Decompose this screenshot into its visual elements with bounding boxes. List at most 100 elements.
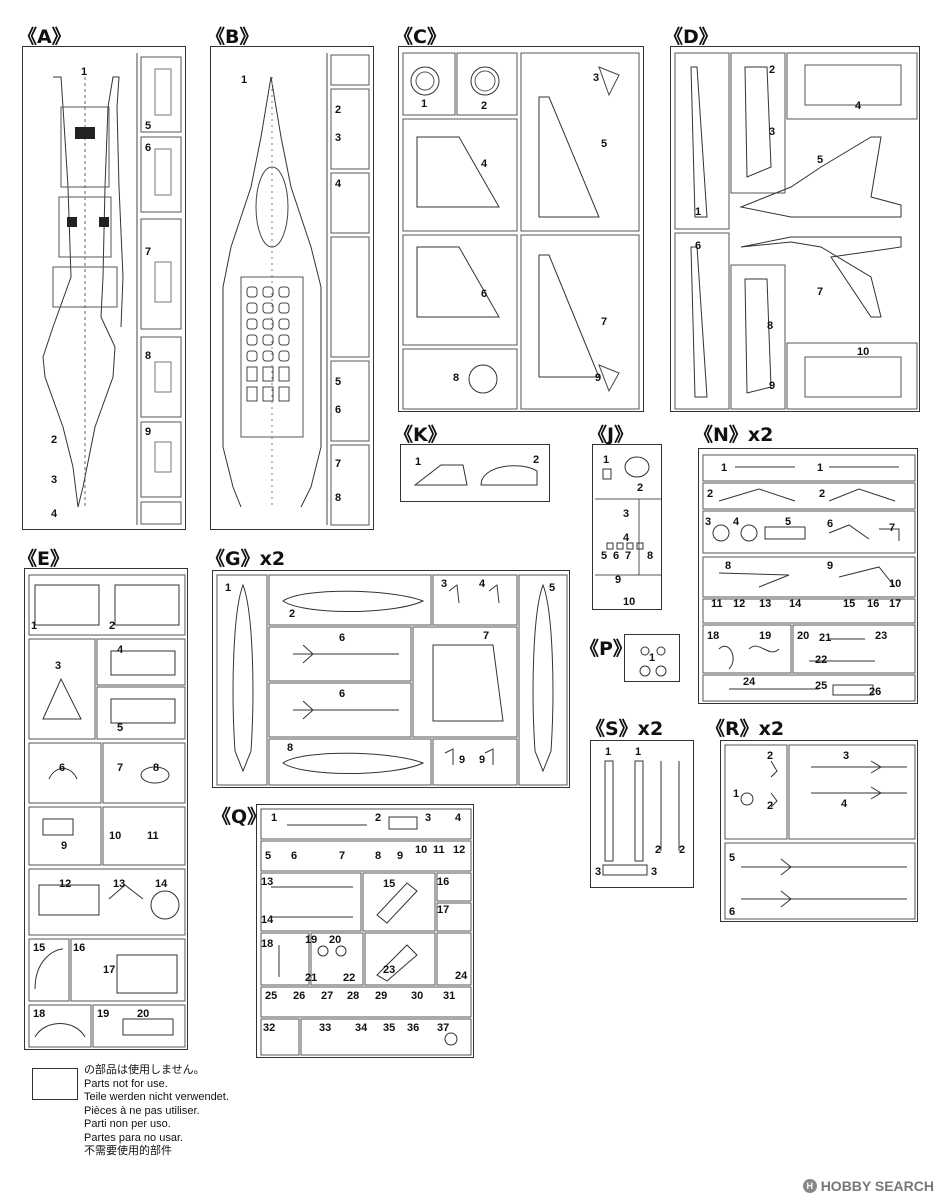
part-c7-label: 7 [601,316,608,328]
watermark-text: HOBBY SEARCH [820,1178,934,1194]
part-s3b-label: 3 [651,866,658,878]
part-b1-label: 1 [241,74,248,86]
part-q14-label: 14 [261,914,274,926]
missile-drawing [724,744,916,920]
part-q21-label: 21 [305,972,318,984]
part-p1-label: 1 [649,652,656,664]
sprue-g-title: 《G》x2 [206,548,286,570]
part-r3-label: 3 [843,750,850,762]
part-a3-label: 3 [51,474,58,486]
clear-lens-drawing [639,646,667,677]
part-s1b-label: 1 [635,746,642,758]
part-n6-label: 6 [827,518,834,530]
part-j1-label: 1 [603,454,610,466]
part-q26-label: 26 [293,990,306,1002]
cockpit-parts-drawing [28,574,186,1048]
part-c9-label: 9 [595,372,602,384]
part-r2b-label: 2 [767,800,774,812]
part-b8-label: 8 [335,492,342,504]
part-c2-label: 2 [481,100,488,112]
sprue-b-frame: 1 2 3 4 5 6 7 8 [210,46,374,530]
part-n16-label: 16 [867,598,880,610]
part-e16-label: 16 [73,942,86,954]
part-g5-label: 5 [549,582,556,594]
sprue-a-title: 《A》 [18,26,71,48]
part-q4-label: 4 [455,812,462,824]
part-n19-label: 19 [759,630,772,642]
part-j2-label: 2 [637,482,644,494]
part-k1-label: 1 [415,456,422,468]
part-j5-label: 5 [601,550,608,562]
legend-line-it: Parti non per uso. [84,1118,171,1130]
part-a1-label: 1 [81,66,88,78]
sprue-j-frame: 1 2 3 4 5 6 7 8 9 10 [592,444,662,610]
part-q25-label: 25 [265,990,278,1002]
part-b7-label: 7 [335,458,342,470]
part-g8-label: 8 [287,742,294,754]
part-n23-label: 23 [875,630,888,642]
part-b6-label: 6 [335,404,342,416]
part-d7-label: 7 [817,286,824,298]
part-q6-label: 6 [291,850,298,862]
part-n2b-label: 2 [819,488,826,500]
seat-drawing [595,456,661,576]
fuel-tank-missile-drawing [216,574,568,786]
part-b4-label: 4 [335,178,342,190]
part-d10-label: 10 [857,346,870,358]
part-q10-label: 10 [415,844,428,856]
landing-gear-drawing [702,454,916,702]
part-n18-label: 18 [707,630,720,642]
part-n24-label: 24 [743,676,756,688]
wing-drawing [674,52,918,410]
part-j7-label: 7 [625,550,632,562]
part-q33-label: 33 [319,1022,332,1034]
unused-parts-swatch [32,1068,78,1100]
part-q5-label: 5 [265,850,272,862]
sprue-g-frame: 1 2 3 4 5 6 6 7 8 9 9 [212,570,570,788]
part-n5-label: 5 [785,516,792,528]
fuselage-lower-drawing [42,53,182,525]
part-e4-label: 4 [117,644,124,656]
part-a8-label: 8 [145,350,152,362]
part-e20-label: 20 [137,1008,150,1020]
part-j3-label: 3 [623,508,630,520]
part-n22-label: 22 [815,654,828,666]
sprue-e-title: 《E》 [18,548,69,570]
part-s3a-label: 3 [595,866,602,878]
part-d9-label: 9 [769,380,776,392]
sprue-q-frame: 1 2 3 4 5 6 7 8 9 10 11 12 13 14 15 16 1… [256,804,474,1058]
part-q11-label: 11 [433,844,445,856]
part-c8-label: 8 [453,372,460,384]
sprue-k-title: 《K》 [394,424,447,446]
part-j4-label: 4 [623,532,630,544]
sprue-r-title: 《R》x2 [706,718,785,740]
part-n20-label: 20 [797,630,810,642]
part-c1-label: 1 [421,98,428,110]
legend-line-de: Teile werden nicht verwendet. [84,1091,229,1103]
part-q31-label: 31 [443,990,456,1002]
part-r6-label: 6 [729,906,736,918]
part-j6-label: 6 [613,550,620,562]
legend-line-es: Partes para no usar. [84,1131,184,1144]
part-d6-label: 6 [695,240,702,252]
part-n11-label: 11 [711,598,723,610]
sprue-q-title: 《Q》 [212,806,267,828]
part-d4-label: 4 [855,100,862,112]
part-n9-label: 9 [827,560,834,572]
part-b2-label: 2 [335,104,342,116]
part-b5-label: 5 [335,376,342,388]
part-a7-label: 7 [145,246,152,258]
part-q8-label: 8 [375,850,382,862]
part-g3-label: 3 [441,578,448,590]
part-q16-label: 16 [437,876,450,888]
part-c5-label: 5 [601,138,608,150]
part-c4-label: 4 [481,158,488,170]
part-q30-label: 30 [411,990,424,1002]
part-d3-label: 3 [769,126,776,138]
part-n13-label: 13 [759,598,772,610]
part-e1-label: 1 [31,620,38,632]
part-q24-label: 24 [455,970,468,982]
part-e18-label: 18 [33,1008,46,1020]
part-q36-label: 36 [407,1022,420,1034]
sprue-j-title: 《J》 [588,424,634,446]
